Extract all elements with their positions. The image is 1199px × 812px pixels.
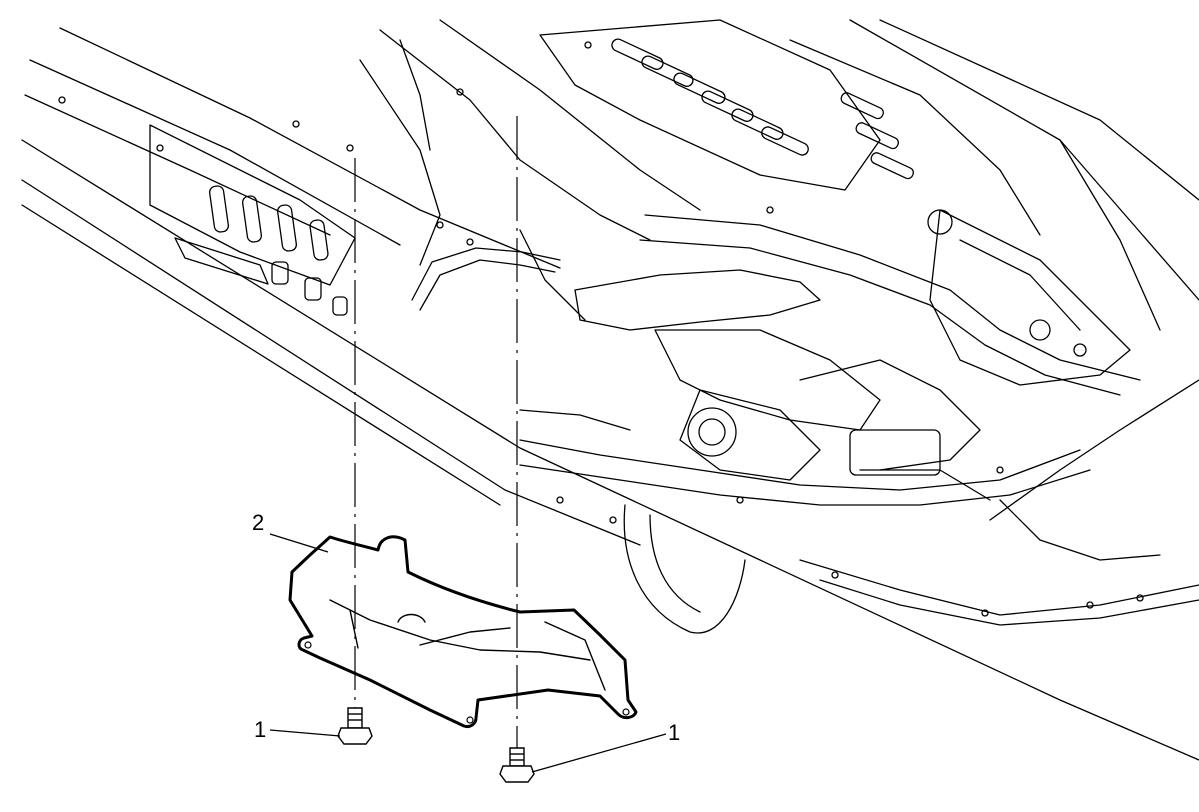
callout-label-2: 2 bbox=[252, 510, 264, 535]
bolt-right bbox=[499, 747, 535, 783]
front-fascia bbox=[799, 499, 1199, 626]
callout-shield: 2 bbox=[252, 510, 329, 553]
front-floor-panel bbox=[539, 19, 1041, 236]
rear-floor-pan bbox=[149, 124, 356, 316]
front-tire bbox=[623, 504, 746, 634]
exhaust-pipe bbox=[411, 247, 561, 311]
front-cross-member bbox=[519, 409, 1091, 506]
right-body-side bbox=[849, 19, 1199, 521]
center-tunnel bbox=[359, 19, 701, 321]
heat-shield bbox=[288, 535, 638, 728]
callout-bolt-left: 1 bbox=[254, 717, 341, 742]
callout-label-1-left: 1 bbox=[254, 717, 266, 742]
install-centerlines bbox=[354, 116, 518, 748]
vehicle-underbody bbox=[21, 19, 1199, 761]
left-rocker-panel bbox=[21, 27, 1199, 761]
engine-assembly bbox=[654, 329, 991, 501]
body-fasteners bbox=[58, 41, 1144, 617]
right-module-assembly bbox=[927, 209, 1131, 386]
callout-label-1-right: 1 bbox=[668, 720, 680, 745]
callout-bolt-right: 1 bbox=[531, 720, 680, 773]
rear-cross-member bbox=[574, 214, 1141, 396]
bolt-left bbox=[337, 707, 373, 745]
